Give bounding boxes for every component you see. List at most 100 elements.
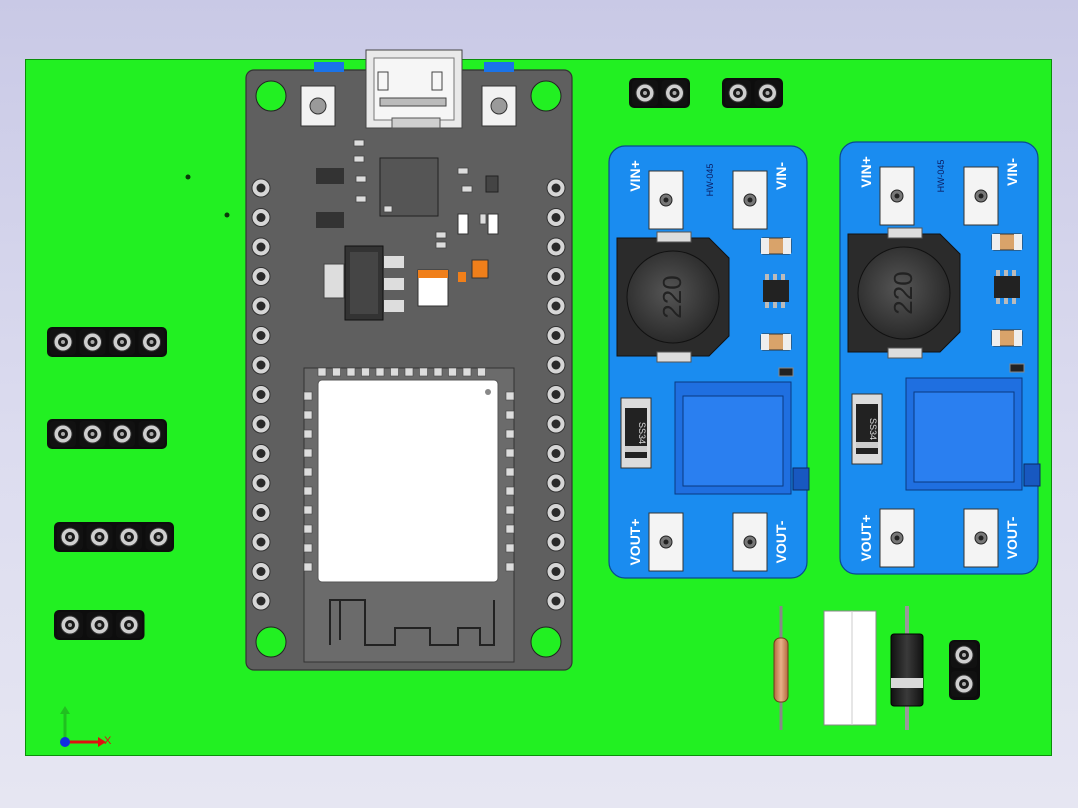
- terminal-pad: [732, 170, 768, 230]
- terminal-pad: [879, 166, 915, 226]
- module-model-label: HW-045: [705, 164, 715, 197]
- resistor: [773, 606, 789, 730]
- module-pad: [346, 367, 356, 377]
- header-pin: [79, 421, 106, 447]
- esp32-pin: [251, 414, 271, 434]
- smd-resistor: [991, 329, 1023, 347]
- module-pad: [505, 524, 515, 534]
- header-pin: [138, 329, 165, 355]
- boost-ic: [994, 270, 1020, 304]
- esp32-pin: [546, 532, 566, 552]
- esp32-pin: [251, 355, 271, 375]
- esp32-pin: [546, 178, 566, 198]
- inductor: 220: [616, 231, 730, 363]
- inductor: 220: [847, 227, 961, 359]
- led: [471, 259, 489, 279]
- header-pin: [632, 80, 658, 106]
- esp32-pin: [546, 385, 566, 404]
- esp32-pin: [546, 296, 566, 316]
- module-pad: [390, 367, 399, 377]
- module-pad: [505, 410, 515, 420]
- module-pad: [361, 367, 370, 377]
- header-pin: [145, 524, 172, 550]
- module-pad: [303, 448, 313, 458]
- terminal-pad: [963, 166, 999, 226]
- boost-ic: [763, 274, 789, 308]
- mounting-hole: [530, 626, 562, 658]
- pin-header: [47, 327, 167, 357]
- esp32-pin: [546, 444, 566, 463]
- header-pin: [725, 80, 751, 106]
- board-marker: [224, 212, 230, 218]
- schottky-diode: SS34: [620, 397, 652, 469]
- axis-triad-icon: X: [60, 706, 112, 747]
- esp32-pin: [251, 532, 271, 552]
- module-pad: [303, 429, 313, 439]
- vin-minus-label: VIN-: [1004, 158, 1020, 186]
- trimmer-potentiometer[interactable]: [905, 377, 1041, 491]
- esp32-pin: [251, 473, 271, 493]
- esp32-pin: [251, 296, 271, 316]
- esp32-pin: [546, 267, 566, 286]
- module-pad: [303, 391, 313, 401]
- esp32-devkit: [245, 49, 573, 671]
- module-pad: [477, 367, 486, 377]
- diode-label: SS34: [637, 422, 647, 444]
- header-pin: [116, 612, 142, 638]
- film-capacitor: [823, 610, 877, 726]
- module-pad: [505, 391, 515, 401]
- esp32-pin: [251, 178, 271, 198]
- boot-button[interactable]: [481, 85, 517, 127]
- vout-plus-label: VOUT+: [627, 518, 643, 565]
- header-pin: [50, 329, 76, 355]
- output-2pin-header: [949, 640, 980, 700]
- module-pad: [303, 410, 313, 420]
- esp32-pin: [546, 355, 566, 375]
- module-pad: [433, 367, 443, 377]
- module-pad: [303, 562, 313, 572]
- mounting-hole: [255, 80, 287, 112]
- module-pad: [303, 505, 313, 515]
- usb-tab: [484, 62, 514, 72]
- inductor-value: 220: [888, 271, 918, 314]
- esp32-pin: [251, 208, 271, 227]
- module-pad: [317, 367, 327, 377]
- pin-header: [54, 610, 145, 640]
- module-pad: [303, 524, 313, 534]
- header-pin: [138, 421, 165, 447]
- micro-usb-connector[interactable]: [365, 49, 463, 129]
- vout-minus-label: VOUT-: [1004, 516, 1020, 559]
- header-pin: [754, 80, 781, 106]
- header-pin: [109, 421, 135, 447]
- esp32-pin: [546, 503, 566, 522]
- mounting-hole: [255, 626, 287, 658]
- esp32-pin: [546, 237, 566, 257]
- axis-x-label: X: [104, 735, 112, 747]
- esp32-pin: [546, 562, 566, 581]
- module-castellated-pads: [303, 367, 515, 572]
- header-pin: [86, 524, 113, 550]
- module-pad: [375, 367, 385, 377]
- terminal-pad: [879, 508, 915, 568]
- board-marker: [185, 174, 191, 180]
- left-header-strips: [47, 327, 174, 640]
- top-2pin-headers: [629, 78, 783, 108]
- en-button[interactable]: [300, 85, 336, 127]
- esp-wroom-module: [303, 367, 515, 663]
- header-pin: [109, 329, 135, 355]
- header-pin: [86, 612, 113, 638]
- vout-minus-label: VOUT-: [773, 520, 789, 563]
- module-pad: [303, 486, 313, 496]
- module-pad: [404, 367, 414, 377]
- esp32-pin: [251, 267, 271, 286]
- module-pad: [505, 562, 515, 572]
- esp32-pin-rows: [251, 178, 566, 611]
- module-pad: [505, 486, 515, 496]
- trimmer-potentiometer[interactable]: [674, 381, 810, 495]
- pin-header: [722, 78, 783, 108]
- usb-tab: [314, 62, 344, 72]
- module-pad: [332, 367, 341, 377]
